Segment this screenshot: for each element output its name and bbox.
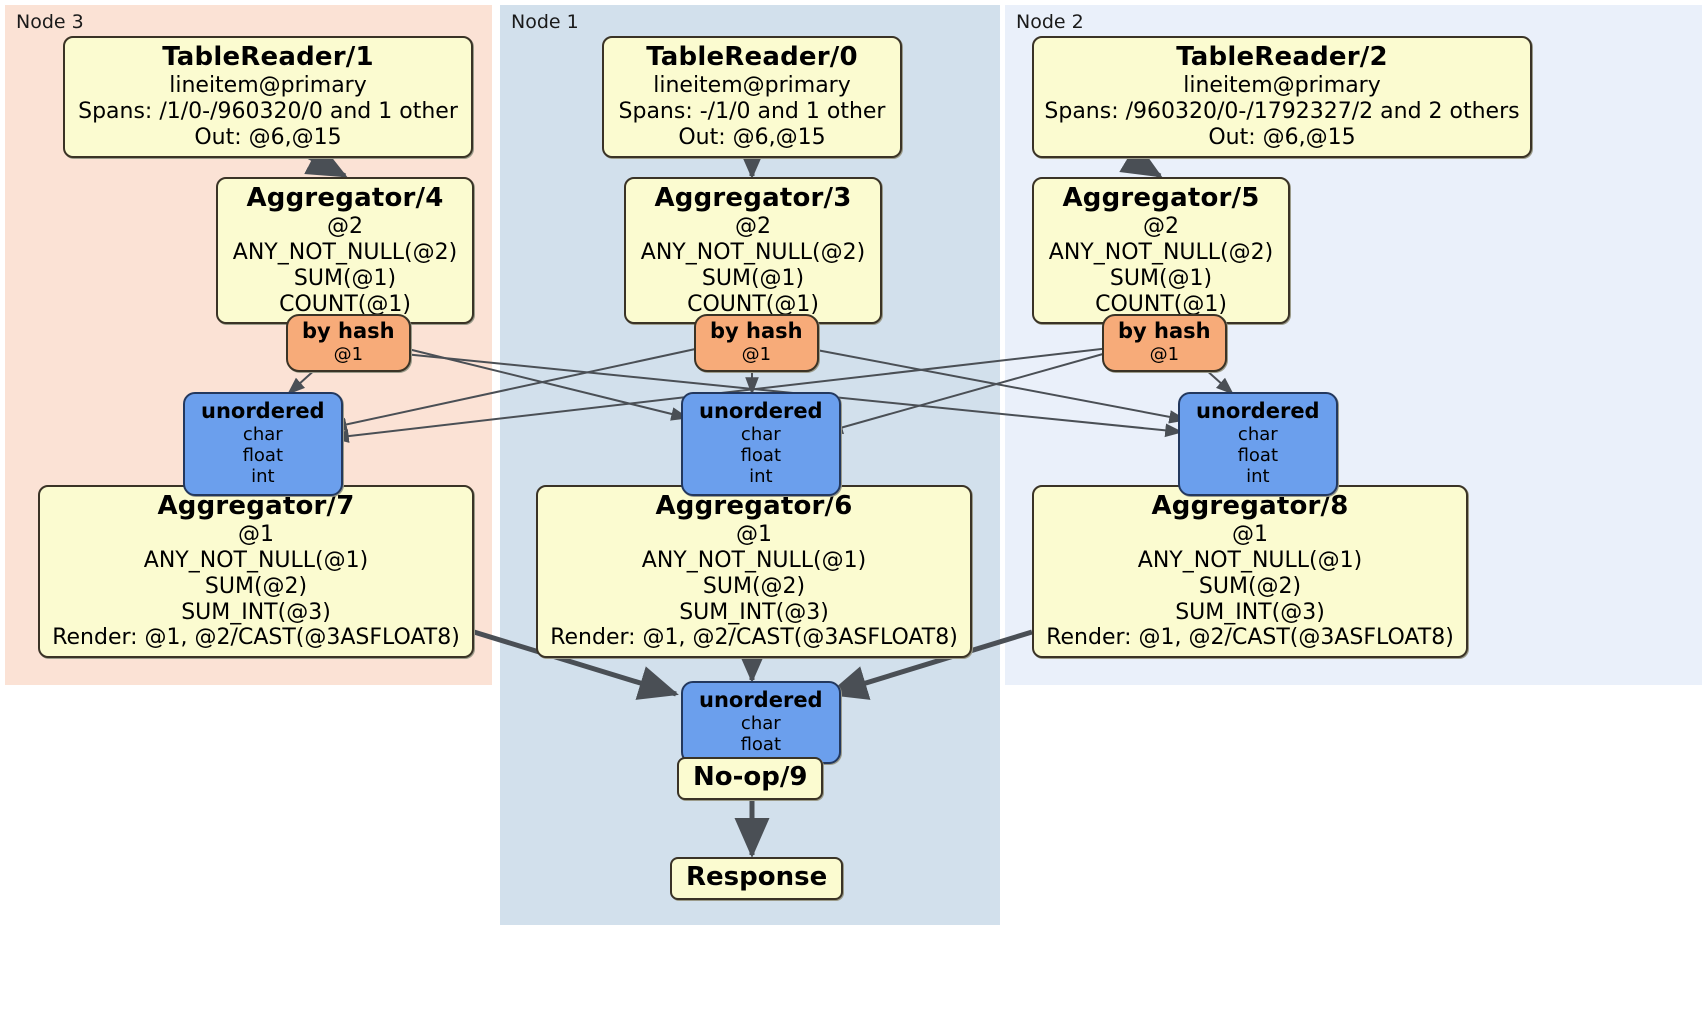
processor-detail-agg3: SUM_INT(@3) [679,599,829,625]
processor-aggregator-3[interactable]: Aggregator/3 @2 ANY_NOT_NULL(@2) SUM(@1)… [624,177,882,325]
processor-table-reader-2[interactable]: TableReader/2 lineitem@primary Spans: /9… [1032,36,1532,158]
processor-detail-agg3: SUM_INT(@3) [1175,599,1325,625]
processor-aggregator-6[interactable]: Aggregator/6 @1 ANY_NOT_NULL(@1) SUM(@2)… [536,485,972,659]
router-by-hash-middle[interactable]: by hash @1 [694,314,819,372]
router-title: by hash [710,319,803,343]
processor-detail-groupcol: @1 [1232,521,1268,547]
processor-table-reader-1[interactable]: TableReader/1 lineitem@primary Spans: /1… [63,36,473,158]
processor-response[interactable]: Response [670,857,844,900]
synchronizer-type-char: char [740,712,781,734]
processor-detail-agg2: SUM(@2) [204,573,308,599]
processor-aggregator-8[interactable]: Aggregator/8 @1 ANY_NOT_NULL(@1) SUM(@2)… [1032,485,1468,659]
processor-detail-agg3: COUNT(@1) [1095,291,1227,317]
processor-detail-groupcol: @2 [1143,213,1179,239]
processor-detail-out: Out: @6,@15 [194,124,342,150]
router-title: by hash [302,319,395,343]
processor-detail-agg1: ANY_NOT_NULL(@1) [1137,547,1363,573]
router-column: @1 [1149,343,1180,365]
processor-title: Response [686,862,828,892]
processor-detail-agg2: SUM(@2) [702,573,806,599]
processor-detail-agg2: SUM(@1) [701,265,805,291]
processor-detail-agg2: SUM(@2) [1198,573,1302,599]
processor-detail-render: Render: @1, @2/CAST(@3ASFLOAT8) [1046,625,1454,651]
processor-detail-agg3: SUM_INT(@3) [181,599,331,625]
synchronizer-unordered-left[interactable]: unordered char float int [183,392,343,497]
processor-detail-agg1: ANY_NOT_NULL(@2) [1048,239,1274,265]
processor-aggregator-4[interactable]: Aggregator/4 @2 ANY_NOT_NULL(@2) SUM(@1)… [216,177,474,325]
processor-detail-groupcol: @1 [736,521,772,547]
synchronizer-type-char: char [1237,423,1278,445]
processor-detail-render: Render: @1, @2/CAST(@3ASFLOAT8) [52,625,460,651]
processor-detail-out: Out: @6,@15 [1208,124,1356,150]
synchronizer-type-float: float [242,445,284,466]
router-column: @1 [741,343,772,365]
processor-detail-spans: Spans: /1/0-/960320/0 and 1 other [78,98,458,124]
synchronizer-title: unordered [1196,399,1320,423]
synchronizer-title: unordered [699,688,823,712]
processor-detail-spans: Spans: /960320/0-/1792327/2 and 2 others [1044,98,1520,124]
synchronizer-unordered-middle[interactable]: unordered char float int [681,392,841,497]
processor-aggregator-5[interactable]: Aggregator/5 @2 ANY_NOT_NULL(@2) SUM(@1)… [1032,177,1290,325]
processor-title: Aggregator/5 [1062,183,1260,213]
node-panel-label-node2: Node 2 [1016,11,1084,33]
router-by-hash-right[interactable]: by hash @1 [1102,314,1227,372]
processor-title: TableReader/2 [1176,42,1388,72]
processor-aggregator-7[interactable]: Aggregator/7 @1 ANY_NOT_NULL(@1) SUM(@2)… [38,485,474,659]
processor-detail-render: Render: @1, @2/CAST(@3ASFLOAT8) [550,625,958,651]
processor-detail-agg1: ANY_NOT_NULL(@1) [143,547,369,573]
processor-detail-agg2: SUM(@1) [293,265,397,291]
synchronizer-unordered-final[interactable]: unordered char float [681,681,841,765]
processor-detail-agg2: SUM(@1) [1109,265,1213,291]
processor-detail-agg3: COUNT(@1) [279,291,411,317]
processor-detail-out: Out: @6,@15 [678,124,826,150]
processor-title: TableReader/0 [646,42,858,72]
processor-detail-agg3: COUNT(@1) [687,291,819,317]
synchronizer-unordered-right[interactable]: unordered char float int [1178,392,1338,497]
router-column: @1 [333,343,364,365]
synchronizer-type-int: int [251,466,275,488]
synchronizer-type-char: char [242,423,283,445]
processor-detail-table: lineitem@primary [169,72,367,98]
node-panel-label-node1: Node 1 [511,11,579,33]
synchronizer-type-float: float [740,734,782,755]
processor-detail-groupcol: @1 [238,521,274,547]
synchronizer-type-int: int [1246,466,1270,488]
processor-detail-agg1: ANY_NOT_NULL(@2) [640,239,866,265]
processor-detail-spans: Spans: -/1/0 and 1 other [618,98,886,124]
router-title: by hash [1118,319,1211,343]
processor-detail-table: lineitem@primary [1183,72,1381,98]
synchronizer-type-float: float [1237,445,1279,466]
synchronizer-type-int: int [749,466,773,488]
processor-title: Aggregator/3 [654,183,852,213]
processor-detail-agg1: ANY_NOT_NULL(@1) [641,547,867,573]
processor-detail-agg1: ANY_NOT_NULL(@2) [232,239,458,265]
processor-title: Aggregator/4 [246,183,444,213]
processor-title: TableReader/1 [162,42,374,72]
processor-table-reader-0[interactable]: TableReader/0 lineitem@primary Spans: -/… [602,36,902,158]
synchronizer-type-float: float [740,445,782,466]
synchronizer-type-char: char [740,423,781,445]
synchronizer-title: unordered [201,399,325,423]
processor-detail-groupcol: @2 [735,213,771,239]
router-by-hash-left[interactable]: by hash @1 [286,314,411,372]
processor-title: No-op/9 [693,762,808,792]
processor-detail-groupcol: @2 [327,213,363,239]
processor-detail-table: lineitem@primary [653,72,851,98]
processor-noop-9[interactable]: No-op/9 [677,757,824,800]
synchronizer-title: unordered [699,399,823,423]
node-panel-label-node3: Node 3 [16,11,84,33]
